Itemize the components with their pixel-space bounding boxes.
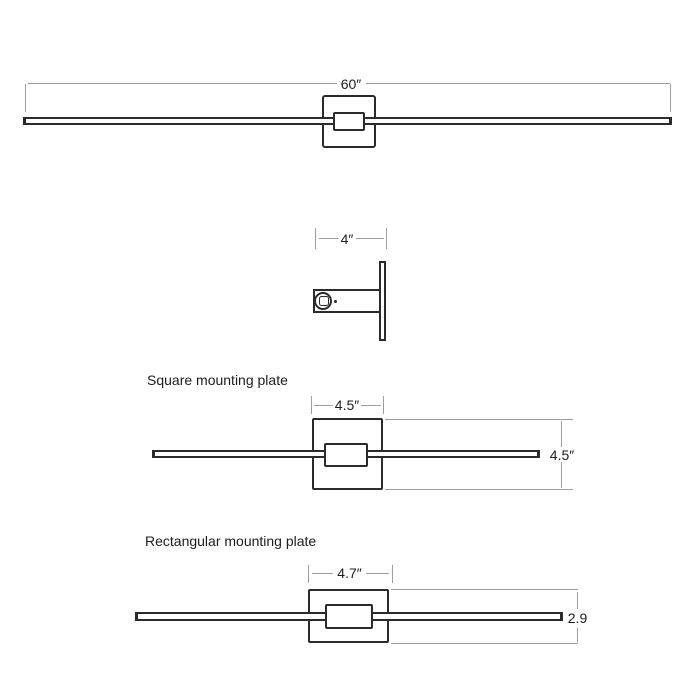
center-housing (325, 604, 373, 629)
dimension-label-plate-width: 4.7″ (335, 565, 364, 581)
center-housing (333, 112, 365, 131)
dimension-extension-tick (670, 84, 671, 112)
dimension-line (314, 405, 333, 406)
dimension-extension-line (391, 589, 578, 590)
dimension-line (366, 83, 670, 84)
dimension-line (577, 592, 578, 609)
dimension-extension-tick (391, 565, 393, 583)
dimension-label-plate-width: 4.5″ (332, 397, 362, 413)
dimension-line (319, 238, 341, 239)
dimension-label-plate-height: 4.5″ (547, 447, 577, 463)
dimension-line (561, 462, 562, 488)
dimension-extension-tick (386, 228, 387, 249)
dimension-label-plate-height: 2.9 (565, 610, 590, 626)
dimension-line (356, 238, 384, 239)
dimension-line (311, 573, 333, 574)
dimension-extension-line (391, 643, 578, 644)
dimension-extension-tick (25, 84, 26, 112)
dimension-line (361, 405, 381, 406)
dimension-label-depth: 4″ (338, 231, 356, 247)
dimension-extension-tick (310, 396, 312, 414)
dimension-extension-tick (315, 228, 316, 249)
dimension-label-length: 60″ (338, 76, 364, 92)
dimension-extension-tick (382, 396, 384, 414)
dimension-line (561, 421, 562, 447)
dimension-line (366, 573, 389, 574)
dimension-extension-line (385, 419, 573, 420)
square-plate-heading: Square mounting plate (147, 372, 288, 388)
dimension-line (28, 83, 337, 84)
dimension-extension-line (385, 489, 573, 490)
center-housing (324, 443, 368, 467)
dimension-extension-tick (308, 565, 309, 583)
rect-plate-heading: Rectangular mounting plate (145, 533, 317, 549)
wall-plate-edge (379, 261, 386, 341)
dimension-line (577, 628, 578, 642)
tube-inner-square (318, 296, 329, 307)
set-screw-dot (333, 299, 337, 303)
